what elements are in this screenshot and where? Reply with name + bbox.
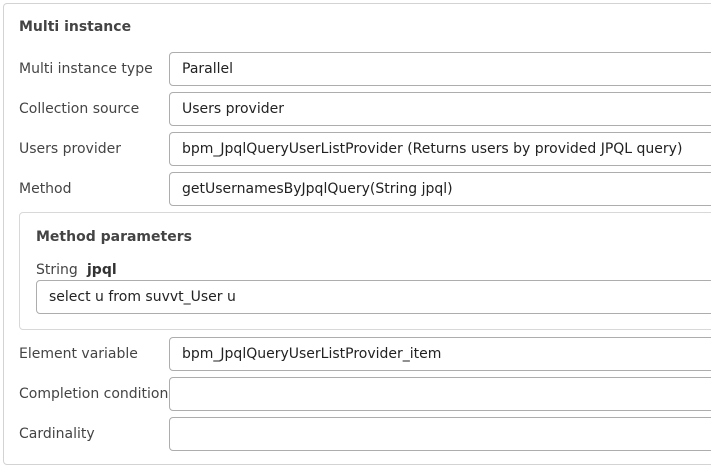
- collection-source-label: Collection source: [19, 101, 140, 117]
- jpql-param-input[interactable]: select u from suvvt_User u: [36, 280, 711, 314]
- completion-condition-input[interactable]: [169, 377, 711, 411]
- multi-instance-type-label: Multi instance type: [19, 61, 153, 77]
- method-parameters-title: Method parameters: [36, 229, 192, 245]
- users-provider-select[interactable]: bpm_JpqlQueryUserListProvider (Returns u…: [169, 132, 711, 166]
- section-title: Multi instance: [19, 19, 132, 35]
- element-variable-label: Element variable: [19, 346, 138, 362]
- cardinality-input[interactable]: [169, 417, 711, 451]
- param-name-label: jpql: [87, 262, 117, 278]
- method-select[interactable]: getUsernamesByJpqlQuery(String jpql): [169, 172, 711, 206]
- method-label: Method: [19, 181, 72, 197]
- users-provider-label: Users provider: [19, 141, 121, 157]
- completion-condition-label: Completion condition: [19, 386, 169, 402]
- multi-instance-type-select[interactable]: Parallel: [169, 52, 711, 86]
- collection-source-select[interactable]: Users provider: [169, 92, 711, 126]
- cardinality-label: Cardinality: [19, 426, 95, 442]
- param-type-label: String: [36, 262, 78, 278]
- element-variable-input[interactable]: bpm_JpqlQueryUserListProvider_item: [169, 337, 711, 371]
